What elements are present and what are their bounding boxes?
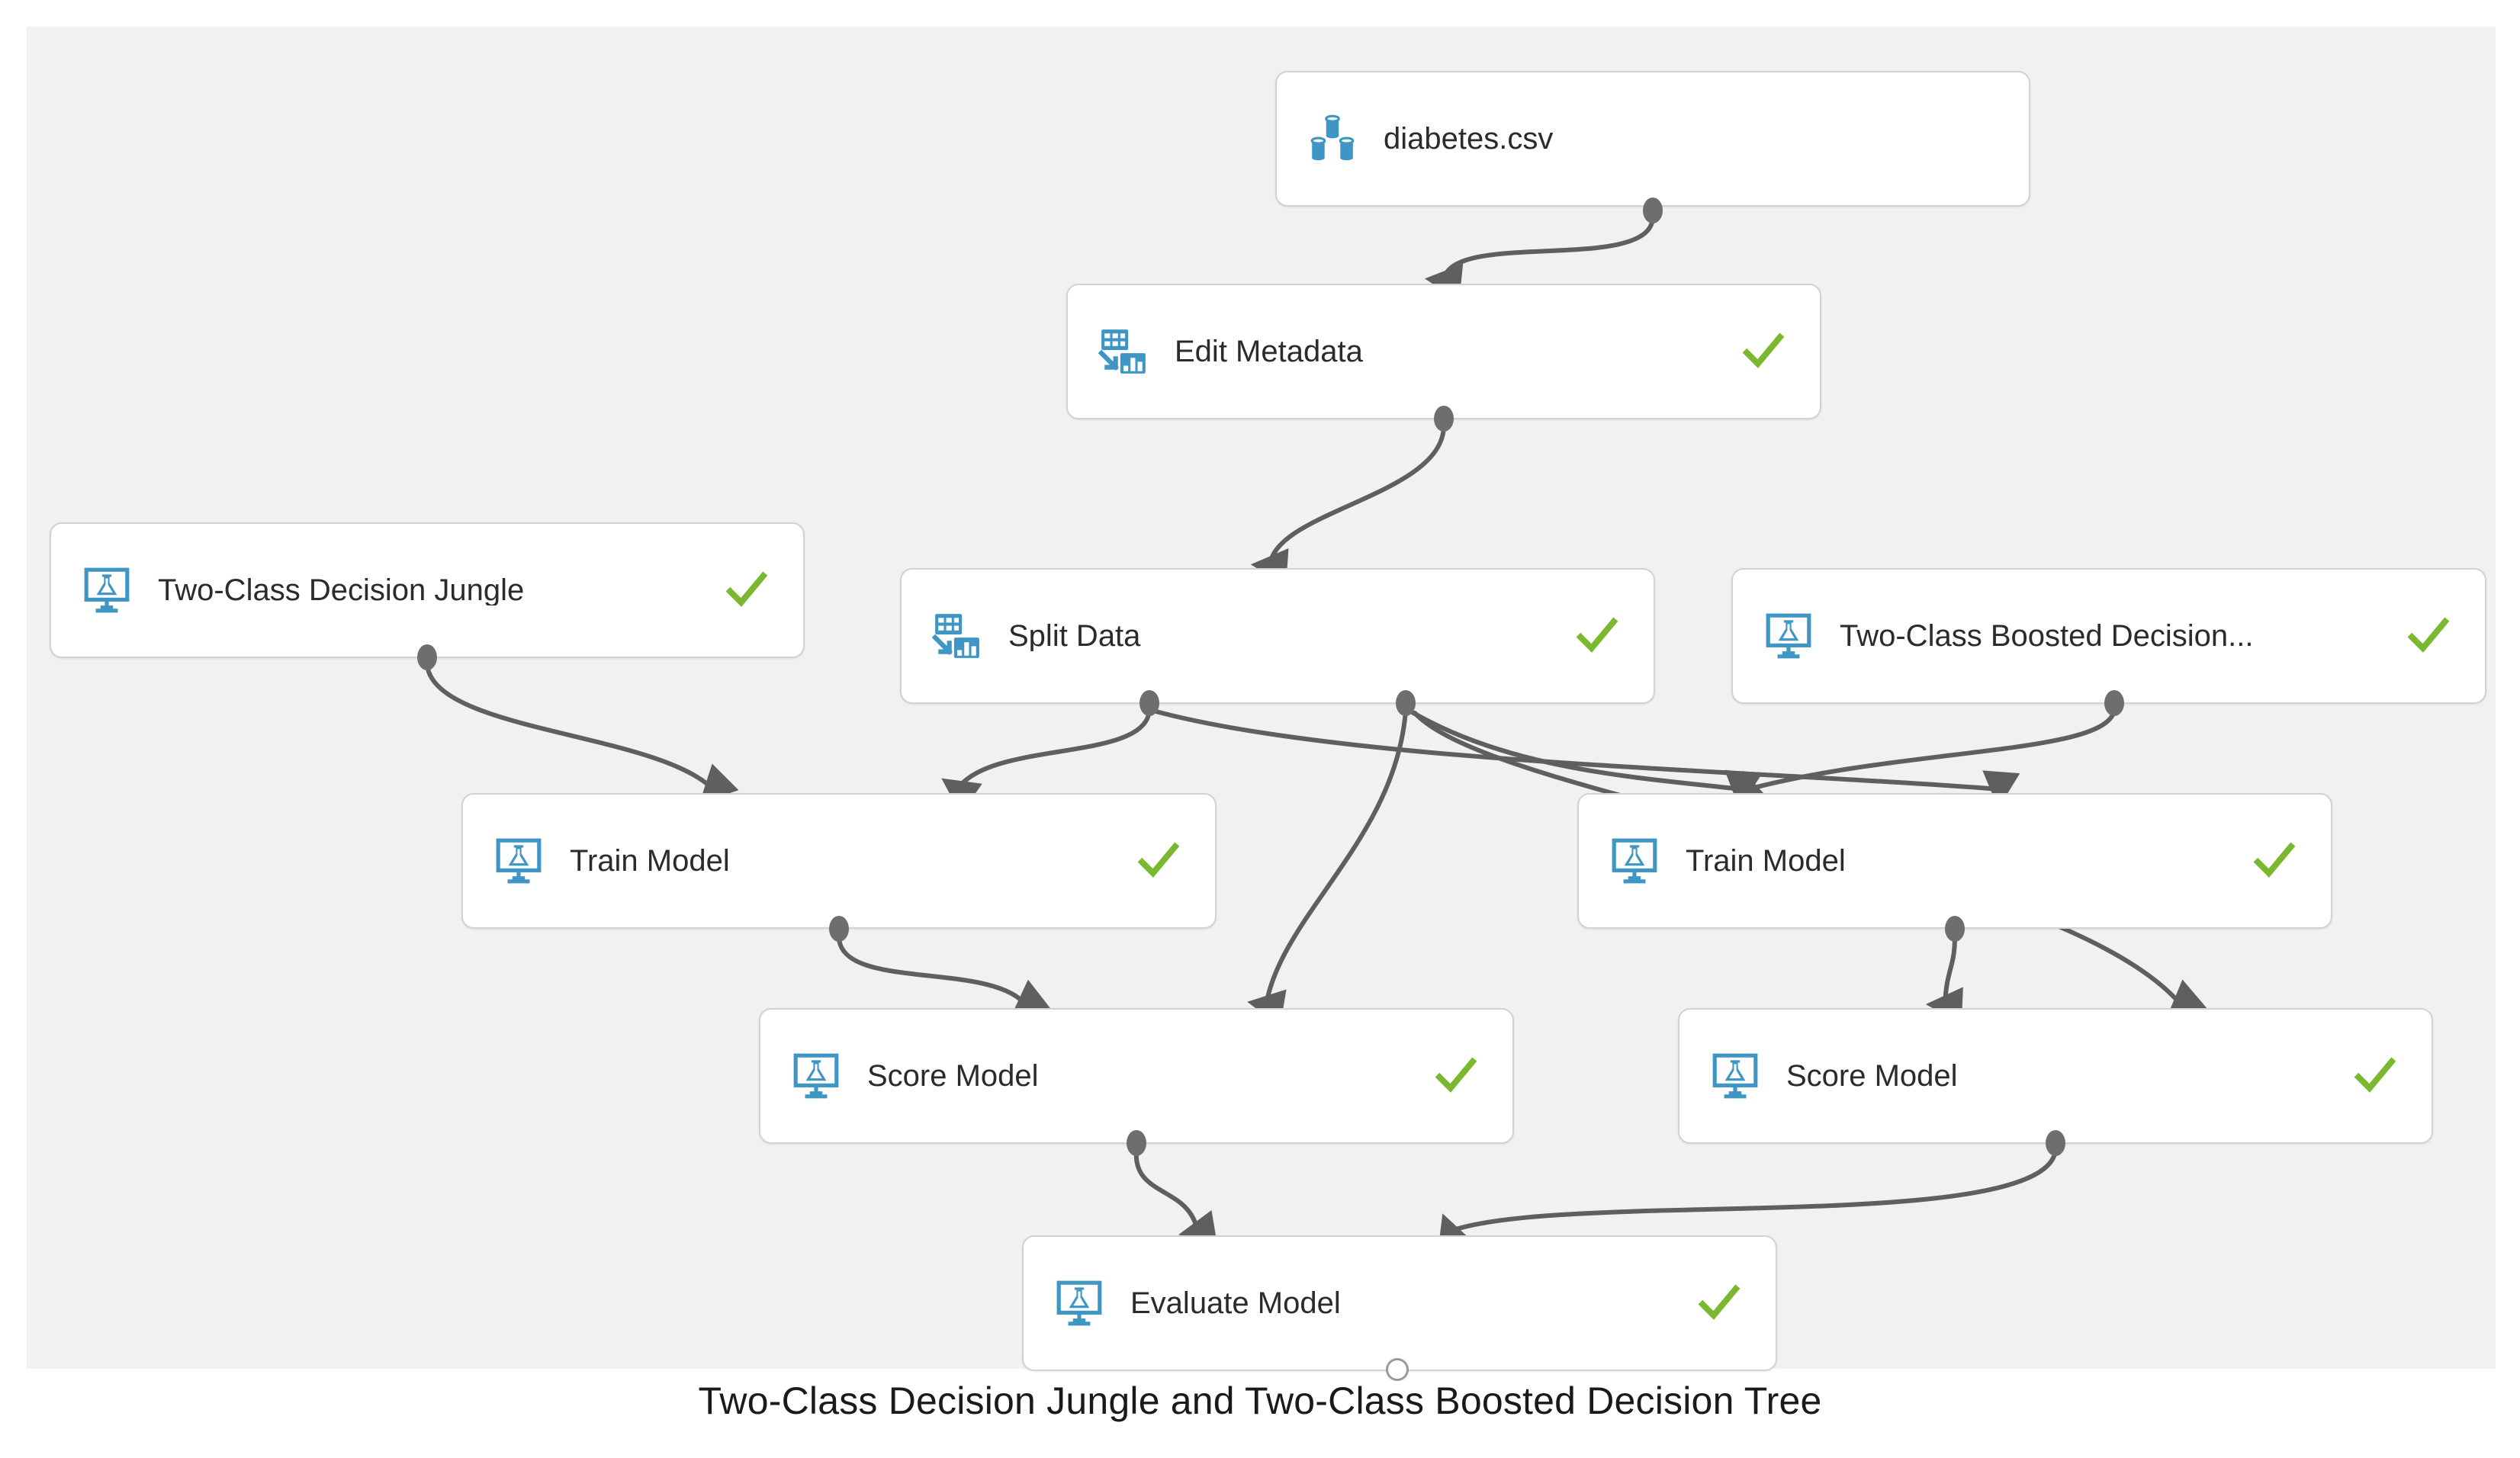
- node-label: Score Model: [1786, 1061, 1958, 1091]
- node-port-score-right-out[interactable]: [2046, 1130, 2065, 1156]
- dataset-cylinders-icon: [1307, 114, 1358, 164]
- pipeline-node-dataset[interactable]: diabetes.csv: [1275, 71, 2030, 207]
- pipeline-node-split-data[interactable]: Split Data: [900, 568, 1655, 704]
- node-port-dataset-out[interactable]: [1643, 198, 1663, 223]
- status-check-icon: [1696, 1281, 1742, 1325]
- status-check-icon: [1136, 839, 1181, 883]
- node-port-train-right-out[interactable]: [1945, 916, 1965, 942]
- node-label: Two-Class Decision Jungle: [158, 575, 525, 605]
- status-check-icon: [1574, 614, 1620, 658]
- node-label: Train Model: [1686, 846, 1846, 876]
- node-port-train-left-out[interactable]: [829, 916, 849, 942]
- status-check-icon: [2252, 839, 2297, 883]
- status-check-icon: [1433, 1054, 1479, 1098]
- pipeline-node-evaluate[interactable]: Evaluate Model: [1022, 1235, 1777, 1371]
- pipeline-node-edit-metadata[interactable]: Edit Metadata: [1066, 284, 1821, 419]
- pipeline-node-score-left[interactable]: Score Model: [759, 1008, 1514, 1144]
- node-label: diabetes.csv: [1384, 124, 1554, 154]
- ml-module-icon: [1763, 611, 1814, 661]
- pipeline-node-score-right[interactable]: Score Model: [1678, 1008, 2433, 1144]
- status-check-icon: [1741, 329, 1786, 374]
- data-transform-icon: [932, 611, 982, 661]
- ml-module-icon: [1054, 1278, 1104, 1328]
- node-port-evaluate-out[interactable]: [1386, 1358, 1409, 1381]
- node-label: Two-Class Boosted Decision...: [1840, 621, 2254, 651]
- node-port-score-left-out[interactable]: [1127, 1130, 1146, 1156]
- ml-module-icon: [1710, 1051, 1760, 1101]
- pipeline-node-boosted-tree[interactable]: Two-Class Boosted Decision...: [1731, 568, 2486, 704]
- node-label: Score Model: [867, 1061, 1039, 1091]
- status-check-icon: [2406, 614, 2451, 658]
- status-check-icon: [2352, 1054, 2398, 1098]
- node-port-split-out-right[interactable]: [1396, 690, 1416, 716]
- ml-module-icon: [493, 836, 544, 886]
- pipeline-node-train-left[interactable]: Train Model: [461, 793, 1217, 929]
- pipeline-node-train-right[interactable]: Train Model: [1577, 793, 2332, 929]
- node-port-jungle-out[interactable]: [417, 644, 437, 670]
- node-label: Edit Metadata: [1175, 336, 1363, 367]
- figure-caption: Two-Class Decision Jungle and Two-Class …: [698, 1379, 1822, 1422]
- ml-module-icon: [791, 1051, 841, 1101]
- node-label: Split Data: [1008, 621, 1141, 651]
- ml-module-icon: [82, 565, 132, 615]
- node-port-boosted-out[interactable]: [2104, 690, 2124, 716]
- node-label: Train Model: [570, 846, 730, 876]
- pipeline-node-decision-jungle[interactable]: Two-Class Decision Jungle: [50, 522, 805, 658]
- node-label: Evaluate Model: [1130, 1288, 1341, 1318]
- data-transform-icon: [1098, 326, 1149, 377]
- node-port-split-out-left[interactable]: [1139, 690, 1159, 716]
- status-check-icon: [724, 568, 770, 612]
- node-port-edit-metadata-out[interactable]: [1434, 406, 1454, 432]
- ml-module-icon: [1609, 836, 1660, 886]
